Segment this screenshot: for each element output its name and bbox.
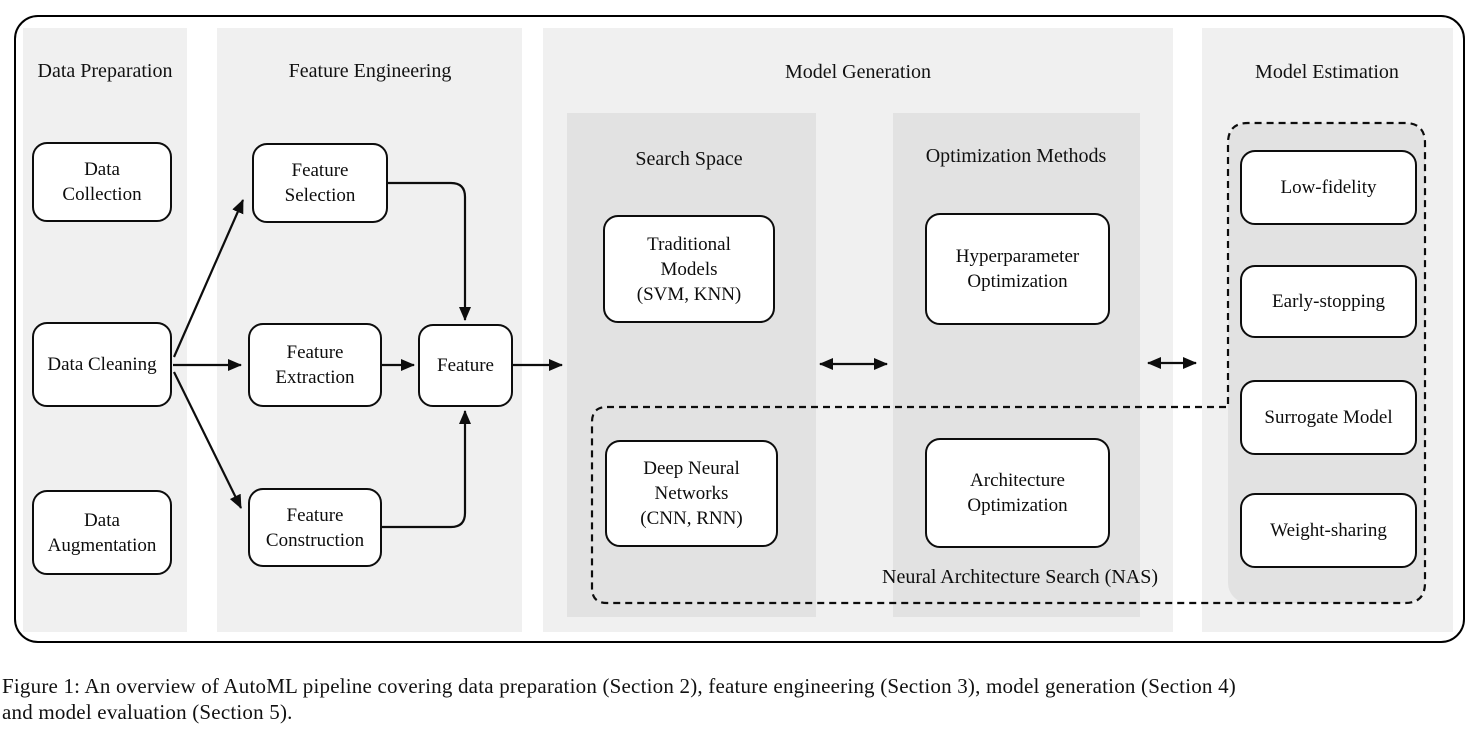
node-surrogate-model: Surrogate Model bbox=[1240, 380, 1417, 455]
node-deep-neural-networks: Deep Neural Networks (CNN, RNN) bbox=[605, 440, 778, 547]
node-feature-selection: Feature Selection bbox=[252, 143, 388, 223]
figure-caption: Figure 1: An overview of AutoML pipeline… bbox=[2, 674, 1236, 724]
node-data-collection: Data Collection bbox=[32, 142, 172, 222]
nas-region-label: Neural Architecture Search (NAS) bbox=[882, 566, 1158, 588]
node-feature-extraction: Feature Extraction bbox=[248, 323, 382, 407]
node-hyperparameter-optimization: Hyperparameter Optimization bbox=[925, 213, 1110, 325]
node-low-fidelity: Low-fidelity bbox=[1240, 150, 1417, 225]
node-weight-sharing: Weight-sharing bbox=[1240, 493, 1417, 568]
figure-outer-border bbox=[14, 15, 1465, 643]
node-data-cleaning: Data Cleaning bbox=[32, 322, 172, 407]
title-optimization-methods: Optimization Methods bbox=[925, 145, 1107, 167]
node-feature-construction: Feature Construction bbox=[248, 488, 382, 567]
title-data-preparation: Data Preparation bbox=[37, 60, 173, 82]
node-early-stopping: Early-stopping bbox=[1240, 265, 1417, 338]
title-model-generation: Model Generation bbox=[784, 61, 932, 83]
node-architecture-optimization: Architecture Optimization bbox=[925, 438, 1110, 548]
node-traditional-models: Traditional Models (SVM, KNN) bbox=[603, 215, 775, 323]
title-model-estimation: Model Estimation bbox=[1255, 61, 1399, 83]
title-search-space: Search Space bbox=[635, 148, 743, 170]
node-feature: Feature bbox=[418, 324, 513, 407]
node-data-augmentation: Data Augmentation bbox=[32, 490, 172, 575]
title-feature-engineering: Feature Engineering bbox=[288, 60, 452, 82]
